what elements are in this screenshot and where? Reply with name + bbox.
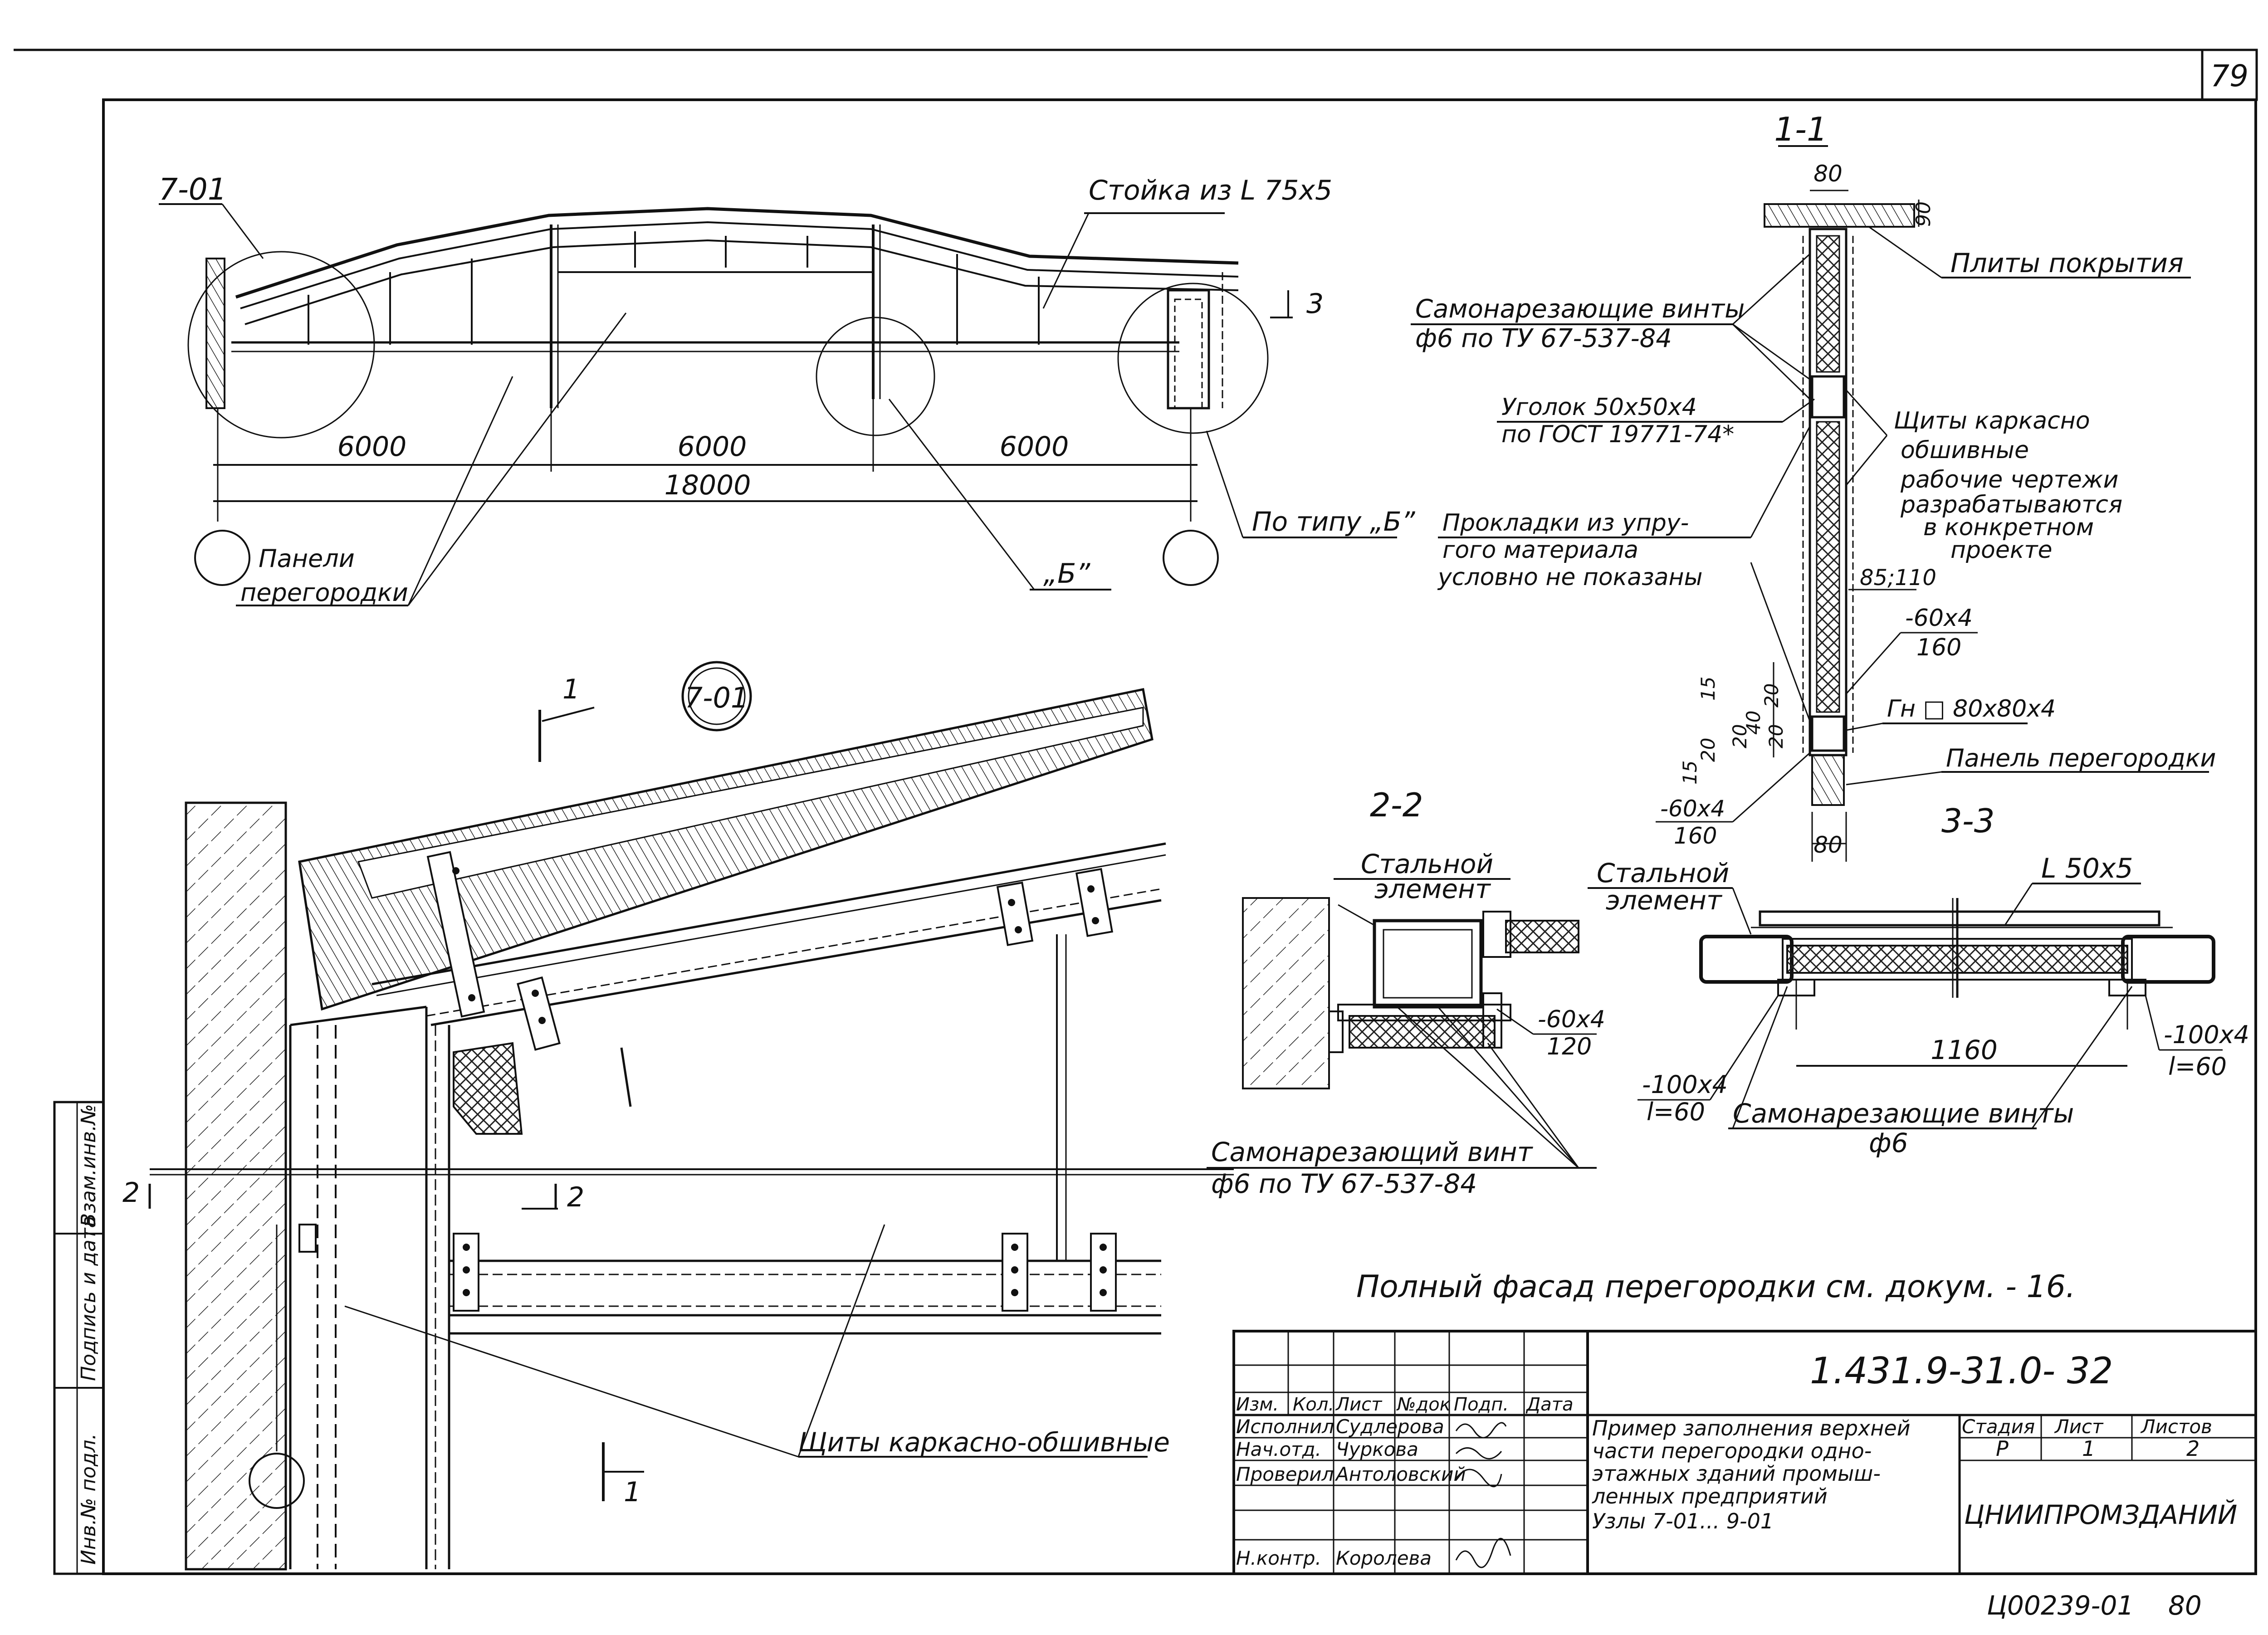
elevation-view: 3 7-01 Стойка из L 75x5 6000 6000 6000 1… [159,172,1416,607]
stage-value: Р [1996,1436,2009,1461]
dim-top-80: 80 [1813,161,1843,187]
plate-bottom-label: -60x4 160 [1660,796,1732,849]
width-1160: 1160 [1931,1035,1998,1065]
detail-badge-circle [681,661,752,732]
name-2: Чуркова [1336,1438,1418,1460]
dim-bottom-80: 80 [1813,832,1843,858]
hdr-sheet: Лист [2054,1415,2104,1438]
dim-chain-d: 20 [1729,724,1751,748]
dim-span-3: 6000 [1000,431,1069,463]
dim-chain-g: 20 [1765,724,1787,748]
gaskets-label: Прокладки из упру- гого материала условн… [1437,509,1703,591]
dim-chain-c: 15 [1697,677,1719,701]
stamp-inv: Инв.№ подл. [77,1433,100,1565]
panel-label-1-1: Панель перегородки [1946,744,2216,772]
screws-label-3-3: Самонарезающие винты ф6 [1733,1098,2082,1158]
steel-label-2-2: Стальной элемент [1361,849,1502,904]
side-stamp: Инв.№ подл. Подпись и дата Взам.инв.№ [53,1101,105,1575]
dim-chain-e: 40 [1742,711,1765,735]
facade-note: Полный фасад перегородки см. докум. - 16… [1356,1269,2076,1305]
organization: ЦНИИПРОМЗДАНИЙ [1964,1499,2237,1530]
gn-label: Гн □ 80x80x4 [1887,695,2056,722]
steel-label-3-3: Стальной элемент [1597,858,1738,916]
name-3: Антоловский [1334,1463,1466,1485]
hdr-kol: Кол. [1293,1394,1334,1415]
detail-badge: 7-01 [685,681,749,714]
role-2: Нач.отд. [1236,1438,1321,1460]
node-7-01-label: 7-01 [159,172,227,207]
dim-chain-f: 20 [1760,683,1783,708]
right-plate-label: -100x4 l=60 [2164,1020,2257,1081]
cut-1-bottom: 1 [624,1476,641,1508]
section-3-3: 3-3 Стальной элемент L 50x5 1160 -100x4 [1588,802,2257,1158]
cut-2-mid: 2 [567,1181,584,1213]
detail-7-01: 7-01 1 1 [122,661,1234,1571]
sheet-frame [102,98,2257,1575]
role-3: Проверил [1236,1463,1334,1485]
hdr-ndok: №док [1396,1394,1451,1415]
section-1-1: 1-1 80 90 80 15 20 15 20 40 20 20 Плиты … [1411,110,2216,862]
hdr-stage: Стадия [1962,1415,2035,1438]
left-plate-label: -100x4 l=60 [1642,1070,1735,1126]
node-b-label: „Б” [1043,558,1090,590]
hdr-izm: Изм. [1236,1394,1279,1415]
archive-code: Ц00239-01 [1987,1590,2134,1621]
page-number: 79 [2210,59,2248,93]
axis-circle-detail [249,1453,305,1509]
plate-label-1-1: -60x4 160 [1905,605,1980,661]
name-1: Судлерова [1336,1415,1444,1438]
section-1-1-title: 1-1 [1774,110,1828,148]
description: Пример заполнения верхней части перегоро… [1592,1416,1917,1533]
dim-span-2: 6000 [678,431,747,463]
hdr-list: Лист [1335,1394,1383,1415]
post-label: Стойка из L 75x5 [1089,175,1332,206]
axis-circle-left [194,530,250,586]
doc-code: 1.431.9-31.0- 32 [1810,1350,2113,1392]
hdr-data: Дата [1525,1394,1574,1415]
cut-1-top: 1 [562,674,580,705]
screws-label: Самонарезающие винты ф6 по ТУ 67-537-84 [1415,294,1753,353]
screw-label-2-2: Самонарезающий винт ф6 по ТУ 67-537-84 [1211,1137,1541,1199]
dim-total: 18000 [665,469,751,501]
section-3-marker: 3 [1306,288,1324,320]
section-3-3-title: 3-3 [1941,802,1995,840]
axis-circle-right [1163,530,1219,586]
plate-label-2-2: -60x4 120 [1538,1006,1613,1060]
node-type-b-label: По типу „Б” [1252,506,1416,537]
name-5: Королева [1336,1547,1432,1569]
roof-slab-label: Плиты покрытия [1950,248,2184,278]
dim-chain-b: 20 [1697,738,1719,762]
sheet-value: 1 [2082,1436,2095,1461]
hdr-sheets: Листов [2140,1415,2212,1438]
panels-label: Панели перегородки [240,544,408,607]
shields-label-1-1: Щиты каркасно обшивные рабочие чертежи р… [1894,407,2130,564]
role-1: Исполнил [1236,1415,1334,1438]
angle-label-3-3: L 50x5 [2041,853,2133,884]
stamp-vzam: Взам.инв.№ [77,1104,100,1227]
title-block: Изм. Кол. Лист №док Подп. Дата Исполнил … [1232,1330,2257,1575]
dim-chain-a: 15 [1679,761,1701,785]
cut-2-left: 2 [122,1177,140,1209]
dim-side-90: 90 [1912,201,1935,227]
stamp-sign: Подпись и дата [77,1216,100,1381]
hdr-podp: Подп. [1454,1394,1509,1415]
section-2-2: 2-2 Стальной элемент -60x4 120 Самонарез… [1207,786,1613,1199]
shields-label-detail: Щиты каркасно-обшивные [798,1427,1170,1458]
archive-page: 80 [2168,1590,2202,1621]
dim-85-110: 85;110 [1860,565,1936,591]
section-2-2-title: 2-2 [1370,786,1423,824]
angle-label: Уголок 50x50x4 по ГОСТ 19771-74* [1501,394,1734,448]
dim-span-1: 6000 [337,431,407,463]
sheets-value: 2 [2186,1436,2200,1461]
role-5: Н.контр. [1236,1547,1321,1569]
